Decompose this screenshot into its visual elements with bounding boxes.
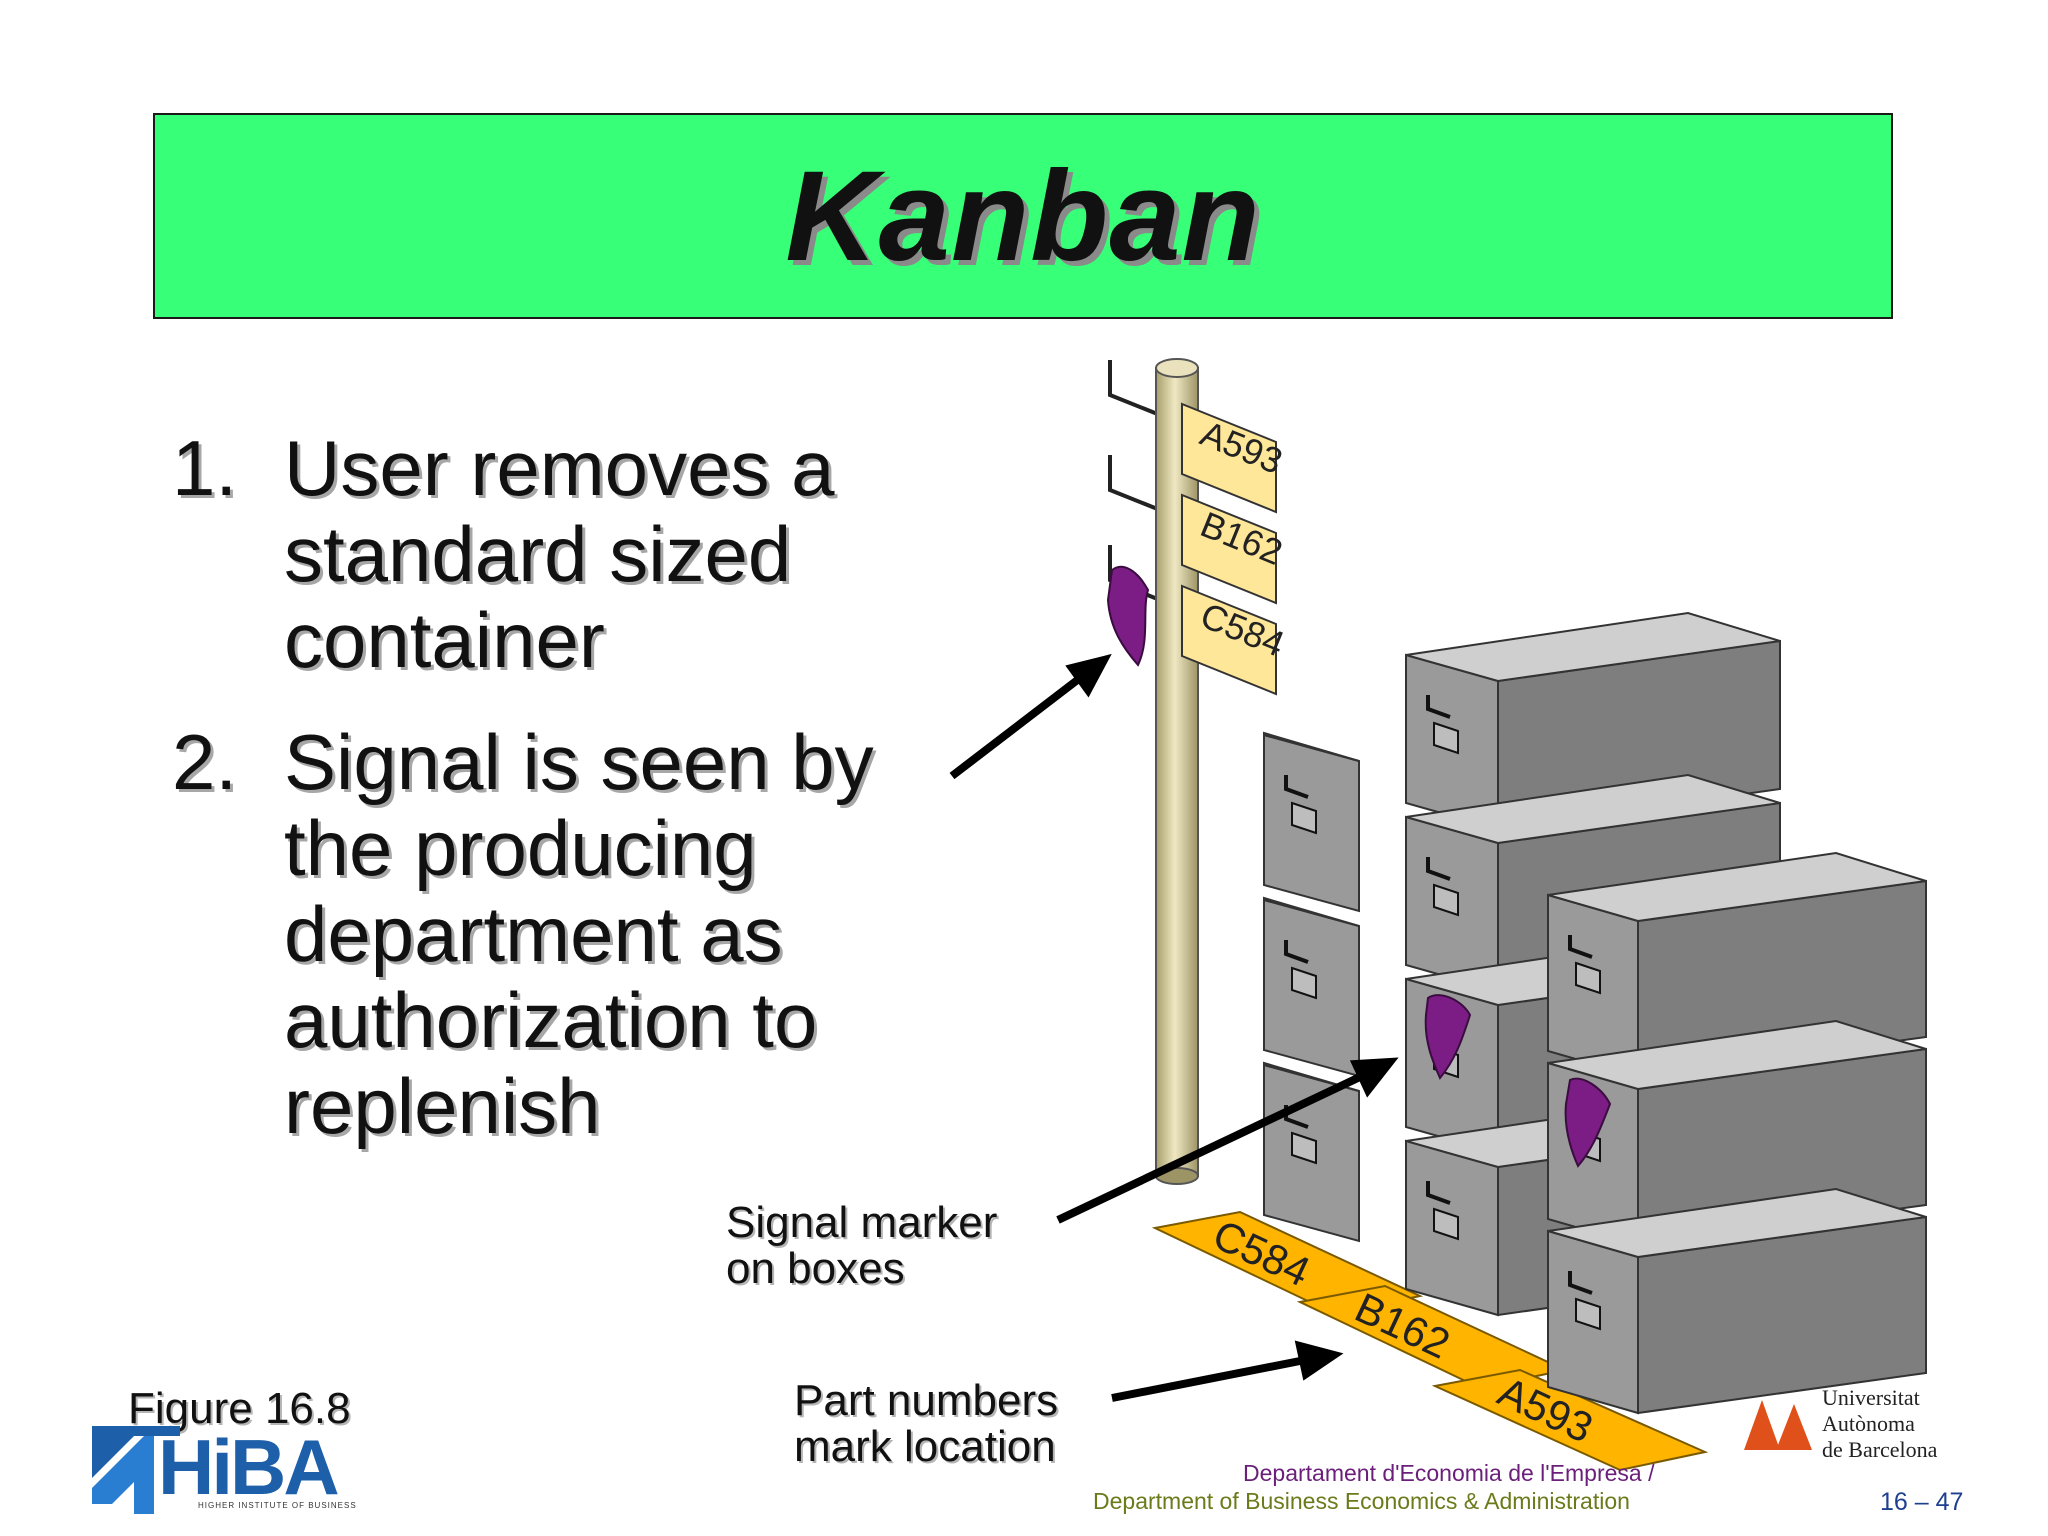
floor-location-strips: C584 B162 A593: [1151, 1210, 1709, 1472]
box-label-slot: [1433, 721, 1459, 755]
back-stack-box: [1263, 1061, 1360, 1243]
pole-hooks: [1108, 360, 1161, 602]
caption-line: mark location: [794, 1422, 1056, 1471]
box-label-slot: [1291, 801, 1317, 835]
floor-strip-a593: [1431, 1368, 1709, 1472]
step-1-line: container: [284, 596, 605, 684]
uab-logo-emblem: [1744, 1400, 1812, 1450]
slide-number: 16 – 47: [1880, 1488, 1964, 1516]
uab-line: Universitat: [1822, 1385, 1920, 1410]
box-handle-icon: [1568, 935, 1593, 959]
step-2: 2. Signal is seen by the producing depar…: [172, 719, 932, 1149]
step-2-line: authorization to: [284, 976, 818, 1064]
step-2-number: 2.: [172, 718, 238, 806]
step-1-line: User removes a: [284, 424, 835, 512]
box-top-face: [1405, 611, 1781, 683]
caption-line: on boxes: [726, 1244, 905, 1293]
box-handle-icon: [1284, 775, 1309, 799]
step-2-line: department as: [284, 890, 783, 978]
box-handle-icon: [1284, 940, 1309, 964]
step-1-line: standard sized: [284, 510, 792, 598]
arrow-to-pole-signal: [949, 674, 1083, 780]
box-handle-icon: [1426, 695, 1451, 719]
back-stack-box: [1263, 896, 1360, 1078]
box-top-face: [1405, 773, 1781, 845]
part-numbers-caption: Part numbers mark location: [794, 1378, 1058, 1470]
hiba-wordmark: HiBA: [158, 1423, 338, 1511]
sign-c584: [1181, 584, 1277, 696]
box-top-face: [1263, 731, 1360, 762]
signal-marker-on-box-front: [1564, 1077, 1612, 1168]
box-top-face: [1263, 896, 1360, 927]
uab-line: Autònoma: [1822, 1411, 1915, 1436]
box-handle-icon: [1568, 1271, 1593, 1295]
step-2-line: replenish: [284, 1062, 601, 1150]
box-label-slot: [1291, 966, 1317, 1000]
step-1-number: 1.: [172, 424, 238, 512]
figure-label: Figure 16.8: [128, 1384, 351, 1433]
step-2-line: Signal is seen by: [284, 718, 874, 806]
back-stack-box: [1263, 731, 1360, 913]
uab-line: de Barcelona: [1822, 1437, 1938, 1462]
uab-logo-text: Universitat Autònoma de Barcelona: [1822, 1385, 1937, 1463]
signal-marker-on-box-middle: [1424, 994, 1472, 1080]
step-1: 1. User removes a standard sized contain…: [172, 425, 932, 683]
box-top-face: [1547, 1187, 1927, 1259]
post-signs: A593 B162 C584: [1181, 402, 1290, 696]
sign-a593: [1181, 402, 1277, 514]
box-label-slot: [1575, 961, 1601, 995]
box-label-slot: [1433, 1207, 1459, 1241]
hiba-logo: HiBA HIGHER INSTITUTE OF BUSINESS ADMINI…: [92, 1423, 358, 1514]
caption-line: Part numbers: [794, 1376, 1059, 1425]
box-top-face: [1547, 1019, 1927, 1091]
signal-marker-caption: Signal marker on boxes: [726, 1200, 997, 1292]
box-label-slot: [1291, 1131, 1317, 1165]
front-stack-box: [1547, 1187, 1927, 1415]
box-handle-icon: [1426, 1181, 1451, 1205]
pointer-arrows: [949, 653, 1399, 1402]
kanban-pole: [1155, 358, 1199, 1185]
floor-strip-c584: [1151, 1210, 1424, 1316]
slide-title: Kanban: [785, 145, 1261, 288]
step-2-line: the producing: [284, 804, 757, 892]
title-banner: Kanban: [153, 113, 1893, 319]
caption-line: Signal marker: [726, 1198, 998, 1247]
arrow-to-floor-strip: [1111, 1356, 1306, 1402]
box-top-face: [1547, 851, 1927, 923]
steps-list: 1. User removes a standard sized contain…: [172, 425, 932, 1185]
hiba-tagline: HIGHER INSTITUTE OF BUSINESS ADMINISTRAT…: [198, 1501, 358, 1510]
box-label-slot: [1575, 1297, 1601, 1331]
footer-dept-catalan: Departament d'Economia de l'Empresa /: [1243, 1460, 1655, 1486]
signal-marker-on-pole: [1106, 565, 1150, 667]
sign-b162: [1181, 493, 1277, 605]
box-label-slot: [1433, 883, 1459, 917]
box-top-face: [1263, 1061, 1360, 1092]
box-handle-icon: [1426, 857, 1451, 881]
arrow-to-box-signal: [1056, 1072, 1364, 1224]
footer-dept-english: Department of Business Economics & Admin…: [1093, 1488, 1630, 1514]
